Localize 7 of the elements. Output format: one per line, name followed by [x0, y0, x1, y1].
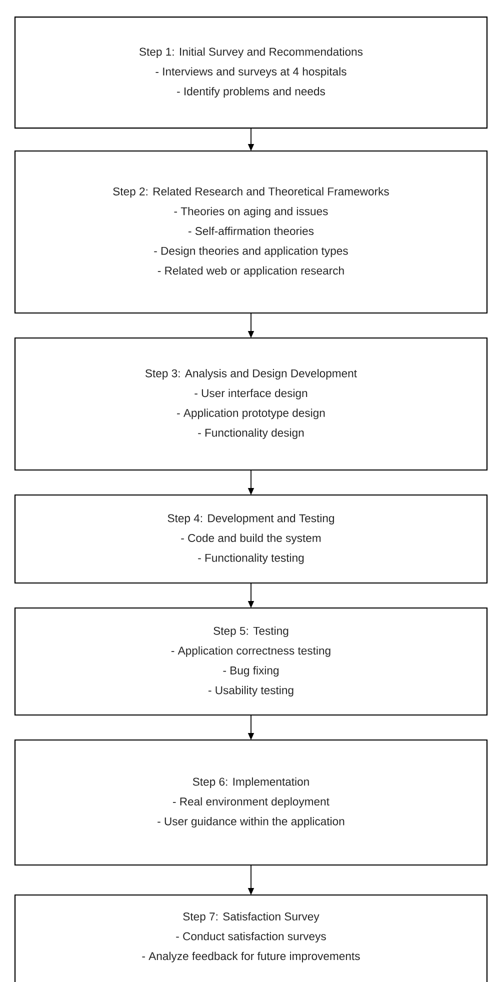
step-box: Step 1: Initial Survey and Recommendations - Interviews and surveys at 4 hospitals - Identify problems and needs	[14, 16, 488, 129]
step-box: Step 6: Implementation - Real environment deployment - User guidance within the application	[14, 739, 488, 866]
step-box: Step 3: Analysis and Design Development - User interface design - Application prototype design - Functionality design	[14, 337, 488, 471]
step-box: Step 7: Satisfaction Survey - Conduct satisfaction surveys - Analyze feedback for future improvements	[14, 894, 488, 982]
step-box: Step 5: Testing - Application correctness testing - Bug fixing - Usability testing	[14, 607, 488, 716]
step-box: Step 4: Development and Testing - Code and build the system - Functionality testing	[14, 494, 488, 584]
step-box: Step 2: Related Research and Theoretical Frameworks - Theories on aging and issues - Self-affirmation theories - Design theories and application types - Related web or application research	[14, 150, 488, 314]
